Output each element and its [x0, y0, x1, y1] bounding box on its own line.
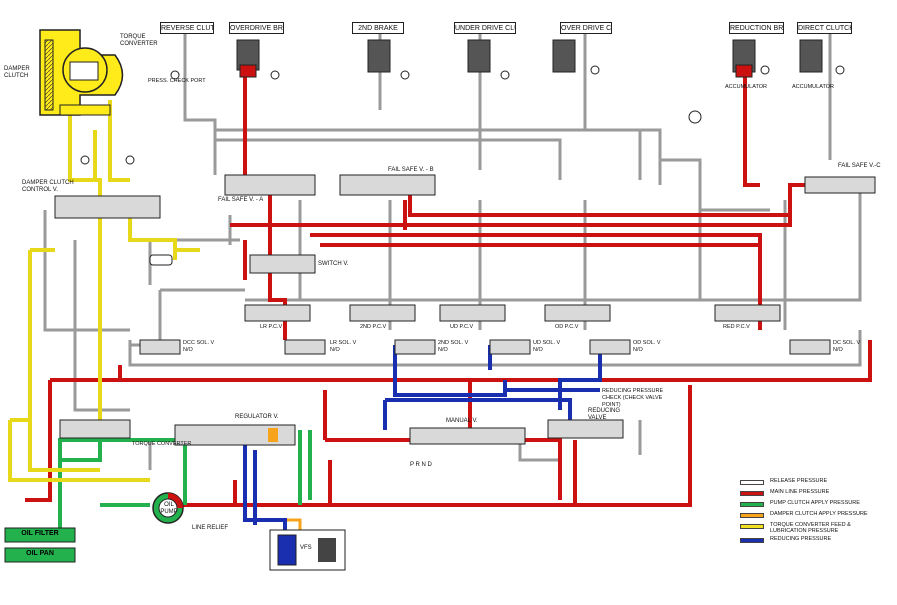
manual-valve-label: MANUAL V.: [446, 418, 478, 424]
fail-safe-c-label: FAIL SAFE V.-C: [838, 163, 881, 169]
check-points: [80, 65, 845, 165]
legend-swatch: [740, 480, 764, 485]
reducing-valve-label: REDUCING VALVE: [588, 408, 621, 421]
underdrive-clutch-header: UNDER DRIVE CLUTCH: [454, 22, 516, 34]
vfs-label: VFS: [300, 545, 312, 551]
clutch-pistons: [236, 39, 823, 78]
legend-item: RELEASE PRESSURE: [740, 478, 890, 489]
second-brake-header: 2ND BRAKE: [352, 22, 404, 34]
legend-swatch: [740, 491, 764, 496]
legend-item: PUMP CLUTCH APPLY PRESSURE: [740, 500, 890, 511]
damper-clutch-label: DAMPER CLUTCH: [4, 66, 30, 79]
release-pressure-lines: [43, 30, 862, 470]
switch-valve-label: SWITCH V.: [318, 261, 349, 267]
overdrive-clutch-header: OVER DRIVE CLUTCH: [560, 22, 612, 34]
pressure-check-label: PRESS. CHECK PORT: [148, 78, 206, 84]
oil-filter-pan: [4, 527, 76, 563]
legend-item: DAMPER CLUTCH APPLY PRESSURE: [740, 511, 890, 522]
tc-feed-lines: [8, 100, 200, 482]
legend-item: REDUCING PRESSURE: [740, 536, 890, 547]
prnd-label: P R N D: [410, 462, 432, 468]
oil-filter-label: OIL FILTER: [21, 530, 59, 537]
spool-valves: [54, 174, 876, 446]
regulator-damper-port: [268, 428, 278, 442]
legend-swatch: [740, 513, 764, 518]
legend-swatch: [740, 502, 764, 507]
legend-swatch: [740, 524, 764, 529]
oil-pump: [152, 492, 184, 524]
line-relief-label: LINE RELIEF: [192, 525, 229, 531]
legend-swatch: [740, 538, 764, 543]
overdrive-brake-header: OVERDRIVE BRAKE: [229, 22, 284, 34]
damper-clutch-control-label: DAMPER CLUTCH CONTROL V.: [22, 180, 74, 193]
regulator-valve-label: REGULATOR V.: [235, 414, 279, 420]
oil-pan-label: OIL PAN: [26, 550, 54, 557]
accumulator-label-2: ACCUMULATOR: [792, 84, 834, 90]
second-pcv-label: 2ND P.C.V: [360, 324, 387, 330]
fail-safe-a-label: FAIL SAFE V. - A: [218, 197, 264, 203]
lr-pcv-label: LR P.C.V: [260, 324, 283, 330]
torque-converter: [39, 29, 124, 116]
legend-item: MAIN LINE PRESSURE: [740, 489, 890, 500]
vfs-block: [269, 529, 346, 571]
reverse-clutch-header: REVERSE CLUTCH: [160, 22, 214, 34]
od-pcv-label: OD P.C.V: [555, 324, 579, 330]
accumulator-label-1: ACCUMULATOR: [725, 84, 767, 90]
torque-converter-valve-label: TORQUE CONVERTER: [132, 441, 192, 447]
legend: RELEASE PRESSURE MAIN LINE PRESSURE PUMP…: [740, 478, 890, 547]
red-pcv-label: RED P.C.V: [723, 324, 750, 330]
reducing-pressure-check-label: REDUCING PRESSURE CHECK (CHECK VALVE POI…: [602, 388, 664, 408]
reduction-brake-header: REDUCTION BRAKE: [729, 22, 784, 34]
legend-item: TORQUE CONVERTER FEED & LUBRICATION PRES…: [740, 522, 890, 536]
oil-pump-label: OIL PUMP: [160, 502, 178, 515]
direct-clutch-header: DIRECT CLUTCH: [797, 22, 852, 34]
ud-pcv-label: UD P.C.V: [450, 324, 474, 330]
fail-safe-b-label: FAIL SAFE V. - B: [388, 167, 434, 173]
torque-converter-label: TORQUE CONVERTER: [120, 34, 158, 47]
